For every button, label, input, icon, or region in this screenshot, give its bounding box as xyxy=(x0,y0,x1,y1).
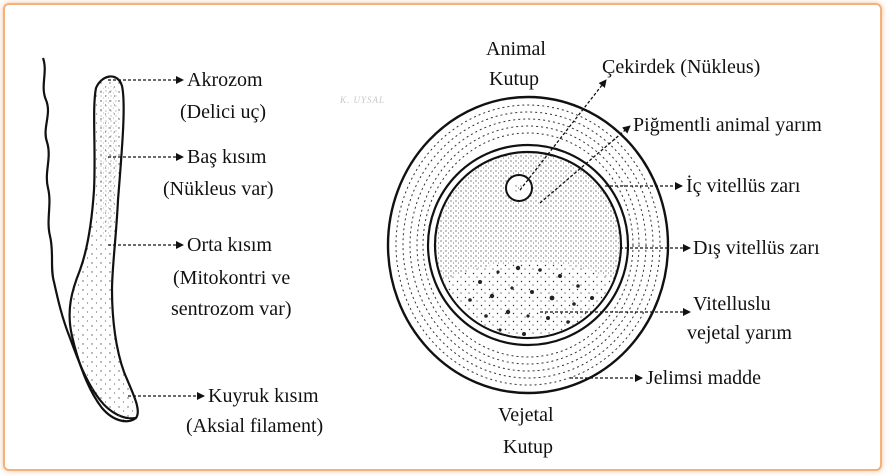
label-vejetal: Vejetal xyxy=(498,403,554,427)
label-animal: Animal xyxy=(486,37,546,61)
egg-drawing xyxy=(388,97,668,393)
label-kuyruk-sub: (Aksial filament) xyxy=(186,414,323,438)
label-vejetal-yarim: vejetal yarım xyxy=(687,321,792,345)
label-akrozom-sub: (Delici uç) xyxy=(180,100,266,124)
label-jelimsi: Jelimsi madde xyxy=(646,366,761,390)
label-cekirdek: Çekirdek (Nükleus) xyxy=(602,55,760,79)
label-vejetal-kutup: Kutup xyxy=(503,435,553,459)
watermark: K. UYSAL xyxy=(340,95,385,105)
label-orta-sub2: sentrozom var) xyxy=(171,297,292,321)
label-akrozom: Akrozom xyxy=(187,68,263,92)
label-orta-sub1: (Mitokontri ve xyxy=(173,266,290,290)
label-vitelluslu: Vitelluslu xyxy=(693,292,771,316)
label-bas: Baş kısım xyxy=(187,145,266,169)
label-kuyruk: Kuyruk kısım xyxy=(208,384,319,408)
label-animal-kutup: Kutup xyxy=(489,67,539,91)
label-pigment: Piğmentli animal yarım xyxy=(633,113,822,137)
label-ic-vitellus: İç vitellüs zarı xyxy=(686,174,800,198)
label-orta: Orta kısım xyxy=(187,233,272,257)
label-bas-sub: (Nükleus var) xyxy=(163,177,274,201)
label-dis-vitellus: Dış vitellüs zarı xyxy=(693,236,820,260)
sperm-drawing xyxy=(43,58,138,421)
